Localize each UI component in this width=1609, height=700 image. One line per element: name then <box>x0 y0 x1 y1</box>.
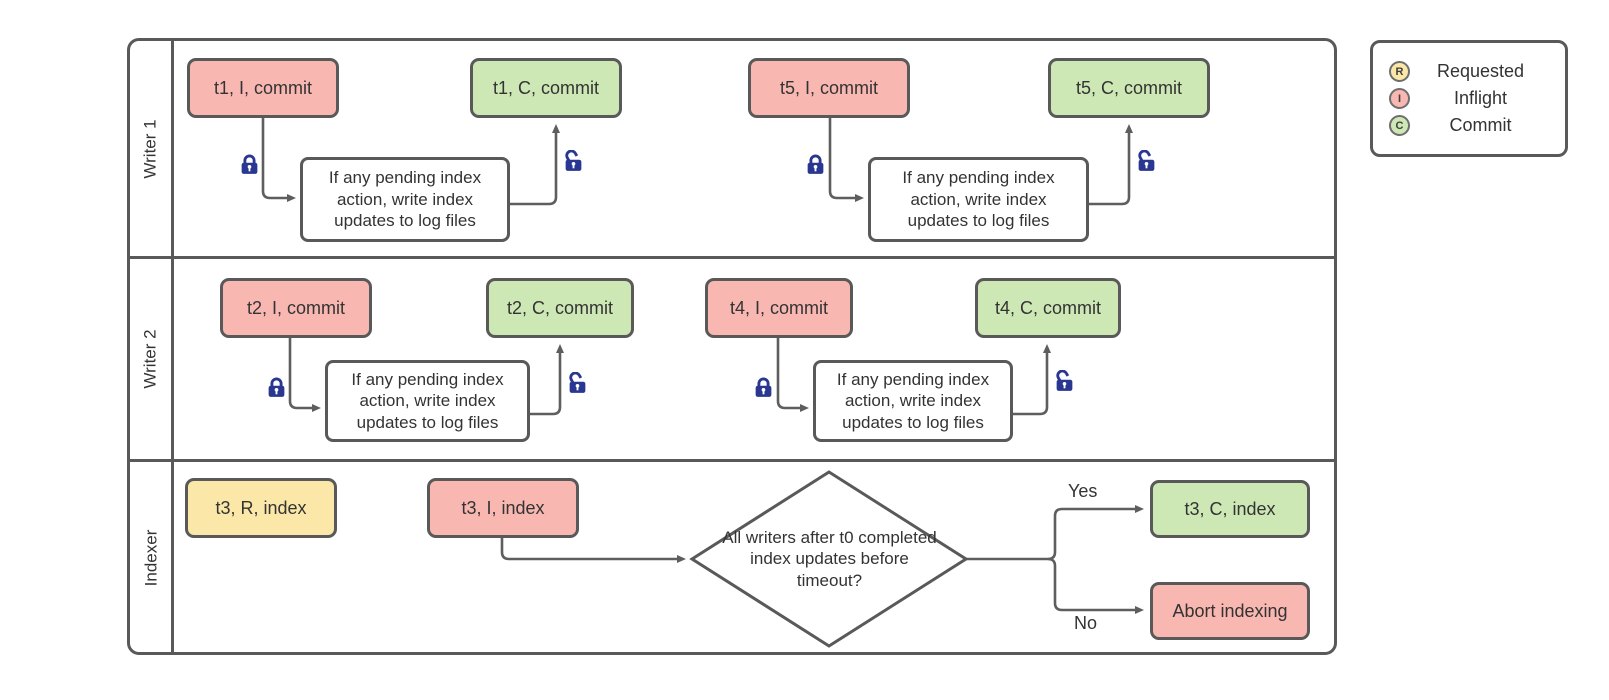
legend-row-commit: C Commit <box>1389 115 1551 136</box>
decision-diamond <box>689 470 969 648</box>
node-t1-commit: t1, C, commit <box>470 58 622 118</box>
lock-closed-icon <box>241 154 258 174</box>
node-t4-commit: t4, C, commit <box>975 278 1121 338</box>
requested-badge-icon: R <box>1389 61 1410 82</box>
node-abort-indexing: Abort indexing <box>1150 582 1310 640</box>
legend-row-inflight: I Inflight <box>1389 88 1551 109</box>
legend-label: Requested <box>1436 61 1525 81</box>
node-t5-commit: t5, C, commit <box>1048 58 1210 118</box>
note-pending-index-2: If any pending index action, write index… <box>868 157 1089 242</box>
node-t2-commit: t2, C, commit <box>486 278 634 338</box>
inflight-badge-icon: I <box>1389 88 1410 109</box>
lock-closed-icon <box>755 377 772 397</box>
note-pending-index-1: If any pending index action, write index… <box>300 157 510 242</box>
node-t3-commit: t3, C, index <box>1150 480 1310 538</box>
lock-closed-icon <box>807 154 824 174</box>
legend-row-requested: R Requested <box>1389 61 1551 82</box>
lane-label-divider <box>171 40 174 653</box>
node-t1-inflight: t1, I, commit <box>187 58 339 118</box>
node-t3-inflight: t3, I, index <box>427 478 579 538</box>
lock-closed-icon <box>268 377 285 397</box>
node-t4-inflight: t4, I, commit <box>705 278 853 338</box>
branch-yes-label: Yes <box>1068 481 1098 501</box>
legend: R Requested I Inflight C Commit <box>1370 40 1568 157</box>
lock-open-icon <box>1056 370 1073 391</box>
lock-open-icon <box>565 150 582 171</box>
node-t2-inflight: t2, I, commit <box>220 278 372 338</box>
node-t5-inflight: t5, I, commit <box>748 58 910 118</box>
legend-label: Inflight <box>1453 88 1508 108</box>
legend-label: Commit <box>1449 115 1512 135</box>
note-pending-index-3: If any pending index action, write index… <box>325 360 530 442</box>
note-pending-index-4: If any pending index action, write index… <box>813 360 1013 442</box>
lock-open-icon <box>569 372 586 393</box>
lock-open-icon <box>1138 150 1155 171</box>
decision-question: All writers after t0 completed index upd… <box>722 528 937 590</box>
lane-separator-2 <box>129 459 1335 462</box>
node-t3-requested: t3, R, index <box>185 478 337 538</box>
branch-no-label: No <box>1074 613 1098 633</box>
lane-separator-1 <box>129 256 1335 259</box>
commit-badge-icon: C <box>1389 115 1410 136</box>
